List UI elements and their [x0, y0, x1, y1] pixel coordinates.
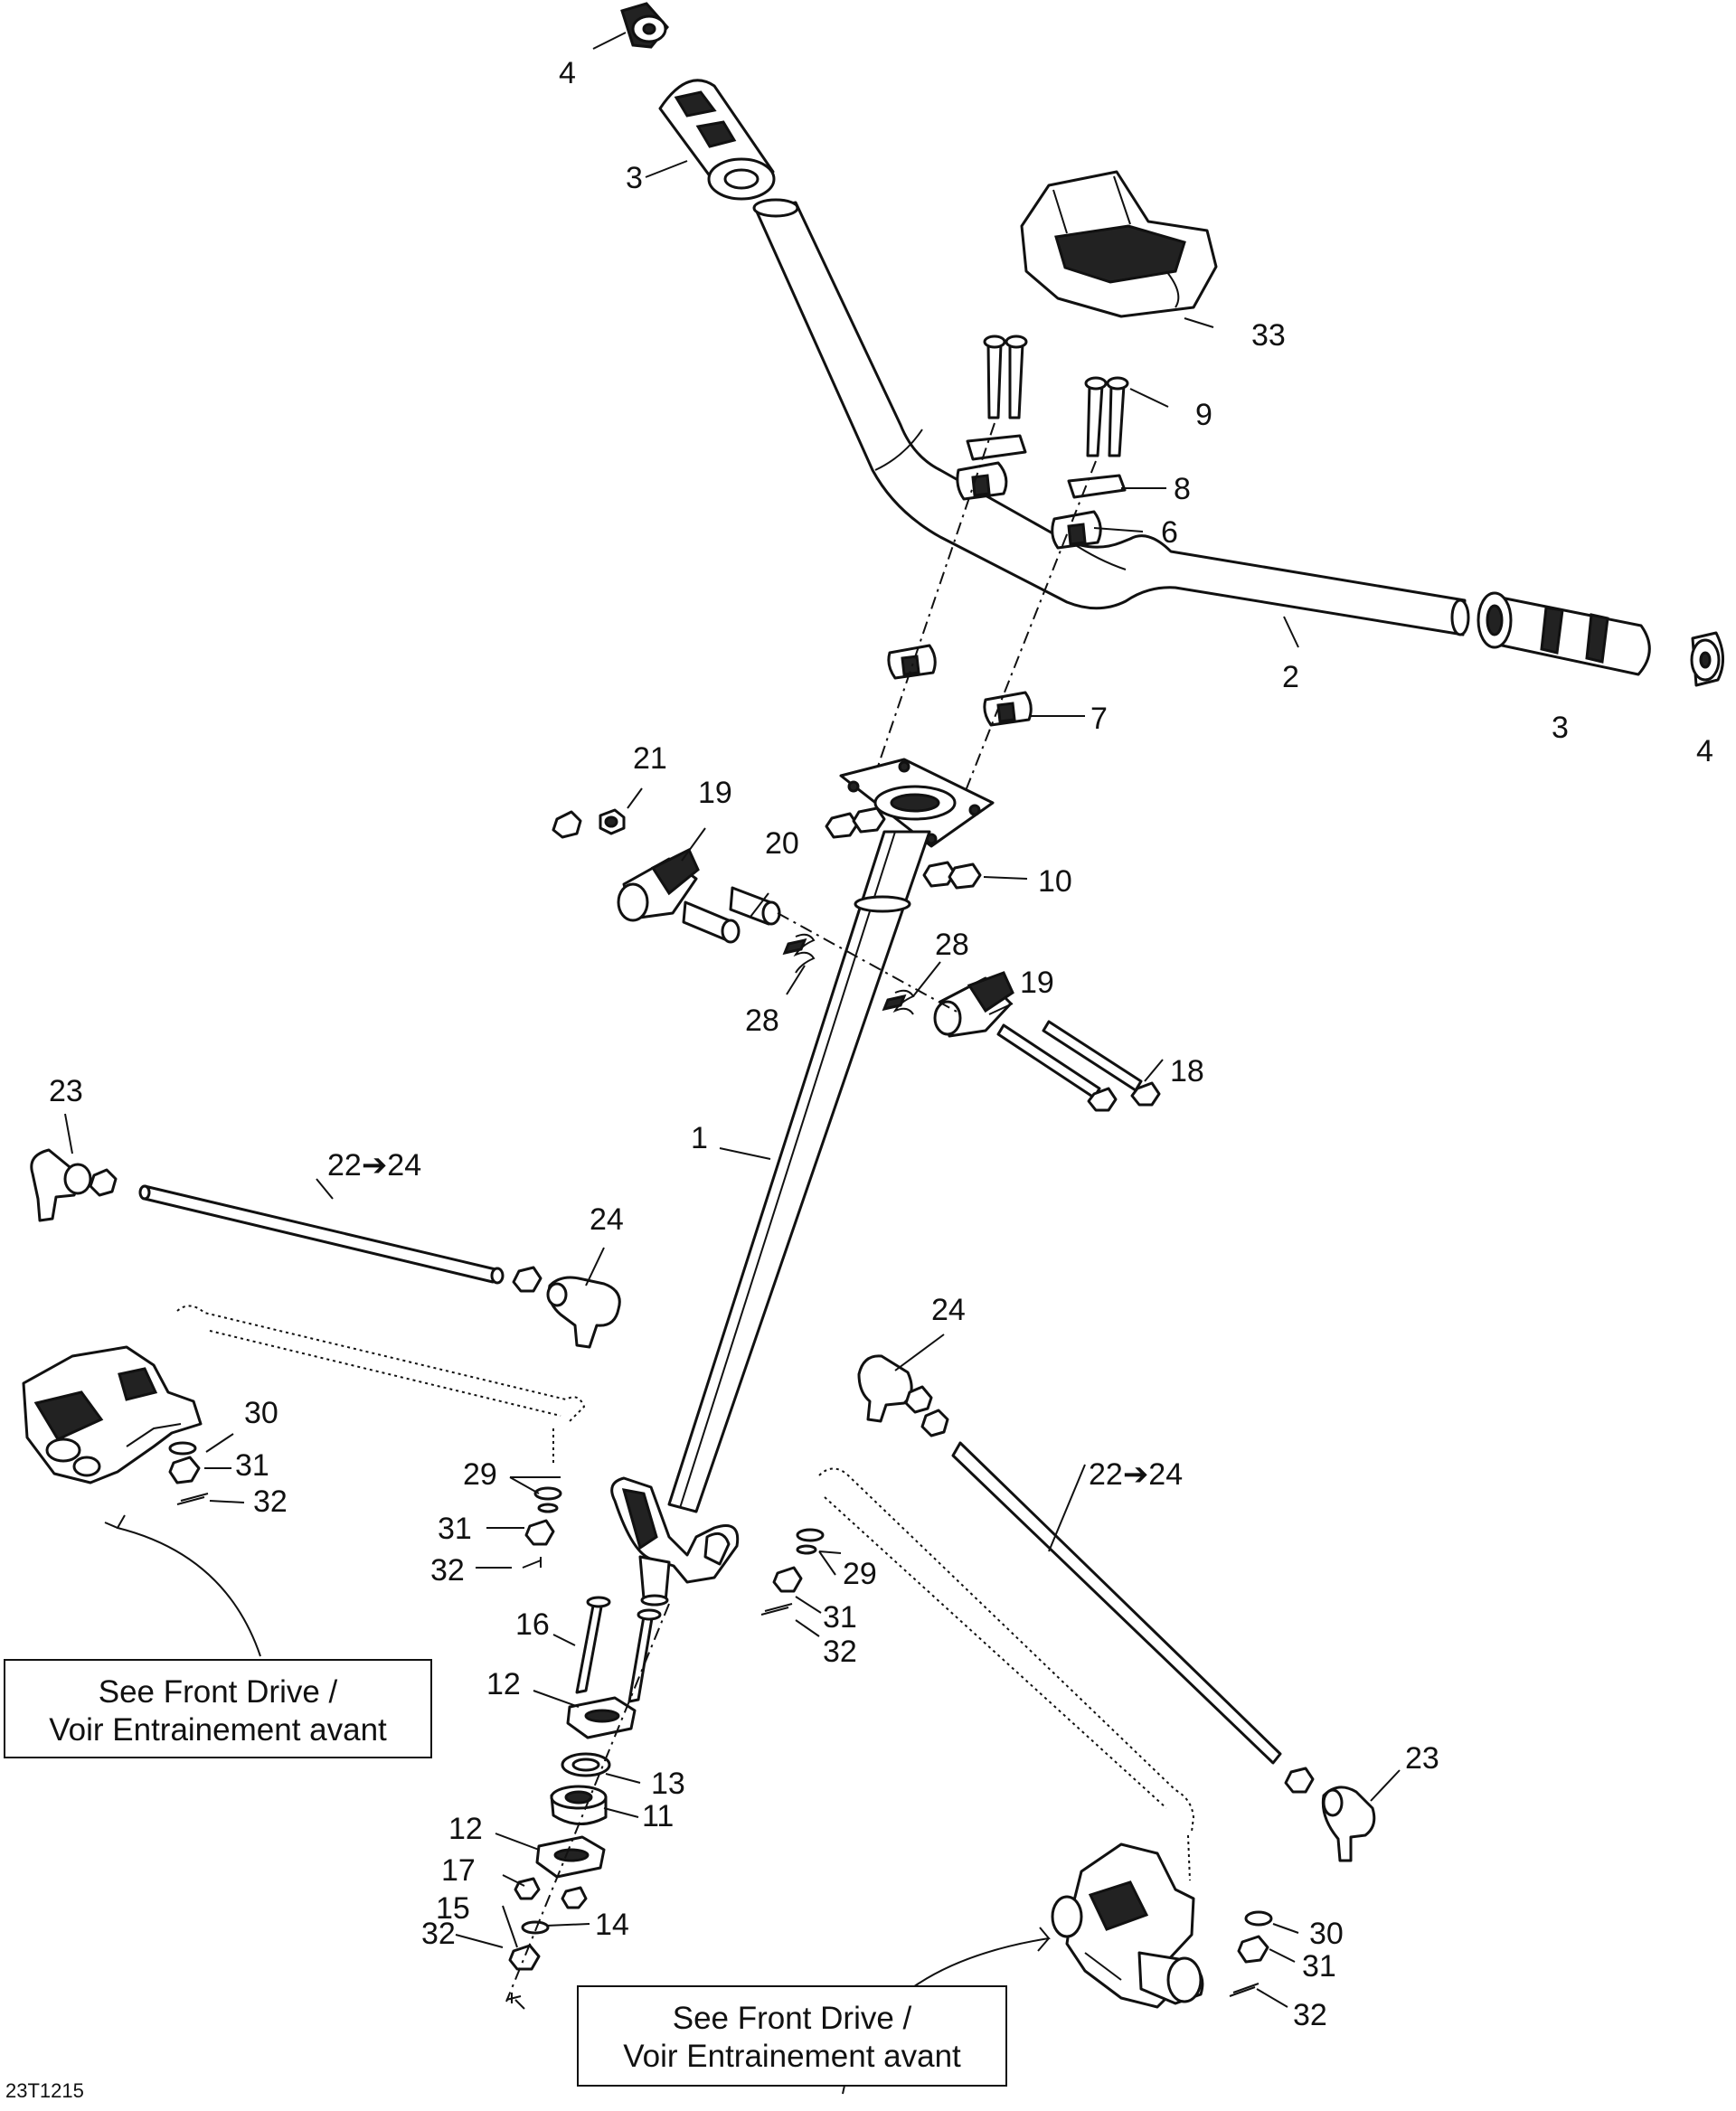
- plate-nuts: [825, 806, 982, 890]
- callout-23: 23: [49, 1074, 83, 1108]
- callout-4: 4: [1696, 734, 1713, 768]
- center-ball-joint-hardware: [522, 1486, 562, 1569]
- callout-10: 10: [1038, 864, 1072, 899]
- callout-6: 6: [1161, 515, 1178, 550]
- see-front-drive-note-right: See Front Drive / Voir Entrainement avan…: [577, 1985, 1007, 2087]
- callout-22-24: 22➔24: [327, 1148, 421, 1183]
- note-line-2: Voir Entrainement avant: [623, 2039, 961, 2074]
- left-support: [552, 808, 781, 944]
- note-line-1: See Front Drive /: [672, 2001, 912, 2036]
- callout-3: 3: [626, 161, 643, 195]
- callout-7: 7: [1090, 702, 1108, 736]
- callout-29: 29: [843, 1557, 877, 1591]
- callout-31: 31: [438, 1512, 472, 1546]
- callout-11: 11: [642, 1799, 674, 1833]
- callout-14: 14: [595, 1908, 629, 1942]
- callout-23: 23: [1405, 1741, 1439, 1776]
- clamp-bolts: [983, 335, 1129, 457]
- right-grip: [1477, 591, 1651, 676]
- callout-33: 33: [1251, 318, 1286, 353]
- right-knuckle: [1051, 1842, 1204, 2009]
- callout-32: 32: [253, 1484, 288, 1519]
- callout-9: 9: [1195, 398, 1212, 432]
- right-knuckle-hardware: [1229, 1910, 1273, 1997]
- right-support: [933, 971, 1161, 1112]
- steering-column: [667, 758, 995, 1513]
- callout-30: 30: [244, 1396, 278, 1430]
- callout-29: 29: [463, 1457, 497, 1492]
- upper-clamps: [956, 461, 1102, 550]
- callout-32: 32: [430, 1553, 465, 1588]
- callout-13: 13: [651, 1767, 685, 1801]
- callout-24: 24: [931, 1293, 966, 1327]
- callout-15: 15: [436, 1891, 470, 1926]
- callout-4: 4: [559, 56, 576, 90]
- callout-30: 30: [1309, 1917, 1344, 1951]
- leader-lines: [64, 32, 1401, 2095]
- callout-12: 12: [486, 1667, 521, 1701]
- callout-19: 19: [1020, 966, 1054, 1000]
- callout-3: 3: [1552, 711, 1569, 745]
- callout-32: 32: [1293, 1998, 1327, 2032]
- left-knuckle: [22, 1345, 203, 1484]
- note-line-2: Voir Entrainement avant: [49, 1712, 387, 1748]
- callout-18: 18: [1170, 1054, 1204, 1088]
- callout-32: 32: [421, 1917, 456, 1951]
- callout-8: 8: [1174, 472, 1191, 506]
- left-knuckle-hardware: [168, 1441, 209, 1505]
- callouts: 4 3 33 9 8 6 2 3 4 7 10 21 19 20 28 28 1…: [49, 56, 1713, 2032]
- callout-28: 28: [745, 1004, 779, 1038]
- callout-31: 31: [823, 1600, 857, 1635]
- note-line-1: See Front Drive /: [98, 1674, 338, 1710]
- lower-bearing-stack: [505, 1596, 662, 2010]
- left-end-cap: [620, 2, 669, 49]
- callout-1: 1: [691, 1121, 708, 1155]
- left-tie-rod: [30, 1148, 621, 1349]
- callout-32: 32: [823, 1635, 857, 1669]
- right-tie-rod: [857, 1354, 1376, 1862]
- callout-16: 16: [515, 1607, 550, 1642]
- callout-21: 21: [633, 741, 667, 776]
- lower-clamps: [887, 644, 1033, 727]
- callout-24: 24: [590, 1202, 624, 1237]
- callout-2: 2: [1282, 660, 1299, 694]
- callout-22-24: 22➔24: [1089, 1457, 1183, 1492]
- steering-yoke: [610, 1476, 740, 1607]
- callout-31: 31: [1302, 1949, 1336, 1984]
- right-end-cap: [1690, 631, 1724, 687]
- left-grip: [658, 79, 776, 201]
- spring-clips: [782, 933, 915, 1015]
- callout-28: 28: [935, 928, 969, 962]
- figure-code: 23T1215: [5, 2079, 84, 2102]
- callout-17: 17: [441, 1853, 476, 1888]
- callout-31: 31: [235, 1448, 269, 1483]
- callout-20: 20: [765, 826, 799, 861]
- callout-19: 19: [698, 776, 732, 810]
- see-front-drive-note-left: See Front Drive / Voir Entrainement avan…: [4, 1659, 432, 1758]
- right-ball-joint-hardware: [760, 1528, 825, 1616]
- callout-12: 12: [448, 1812, 483, 1846]
- handlebar-pad: [1020, 170, 1218, 318]
- handlebar: [752, 198, 1470, 636]
